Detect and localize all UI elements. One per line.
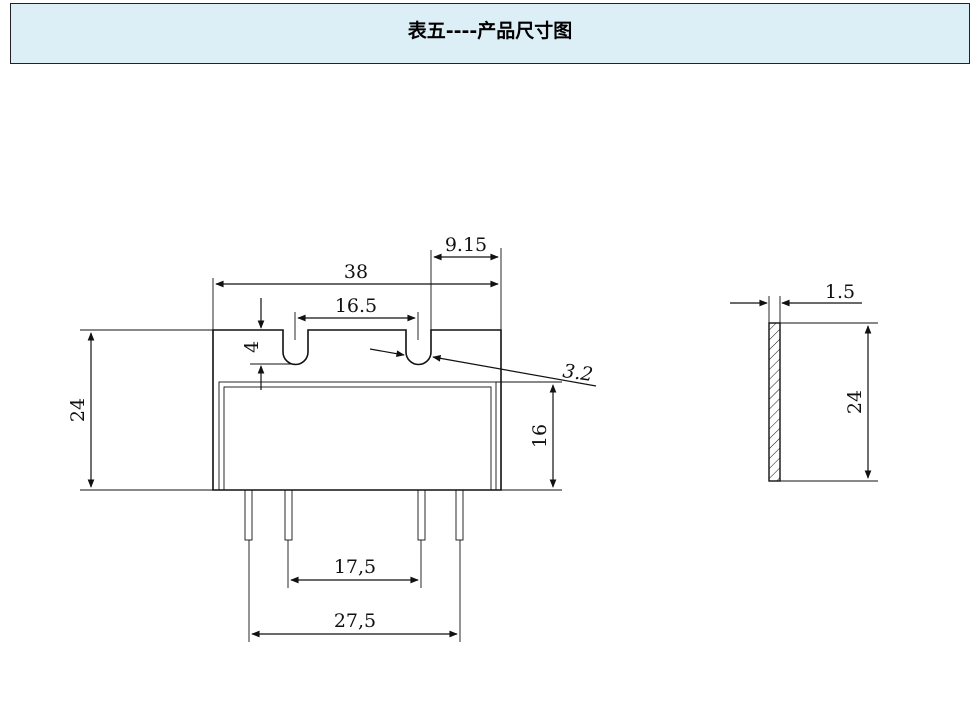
dimension-38: 38 [212,248,502,330]
dimension-16-5-label: 16.5 [335,295,377,317]
dimension-16-5: 16.5 [294,295,419,340]
page-title: 表五----产品尺寸图 [407,20,573,42]
header-bar: 表五----产品尺寸图 [10,3,970,64]
dimension-24-front: 24 [67,329,213,491]
dimension-17-5: 17,5 [287,540,422,588]
pin-2 [284,489,293,541]
dimension-9-15: 9.15 [430,234,499,330]
pins [244,489,464,541]
dimension-4-label: 4 [241,341,263,353]
dimension-16: 16 [496,381,562,491]
dimension-27-5: 27,5 [248,540,461,642]
pin-4 [455,489,464,541]
dimension-24-side-label: 24 [844,390,866,414]
dimension-4: 4 [241,298,295,390]
pin-3 [417,489,426,541]
dimension-1-5-label: 1.5 [825,281,855,303]
heatsink-plate [212,329,502,491]
dimension-3-2: 3.2 [369,348,597,387]
dimension-24-side: 24 [780,322,878,482]
dimension-24-front-label: 24 [67,398,89,422]
dimension-1-5: 1.5 [730,281,862,323]
side-view: 1.5 24 [730,281,878,482]
dimension-27-5-label: 27,5 [334,610,376,632]
dimension-16-label: 16 [529,424,551,448]
dimension-38-label: 38 [344,261,368,283]
front-view: 38 9.15 16.5 4 3.2 [67,234,597,642]
dimension-17-5-label: 17,5 [334,556,376,578]
dimension-3-2-label: 3.2 [561,360,594,386]
pin-1 [244,489,253,541]
side-plate [768,322,781,482]
dimension-9-15-label: 9.15 [445,234,487,256]
